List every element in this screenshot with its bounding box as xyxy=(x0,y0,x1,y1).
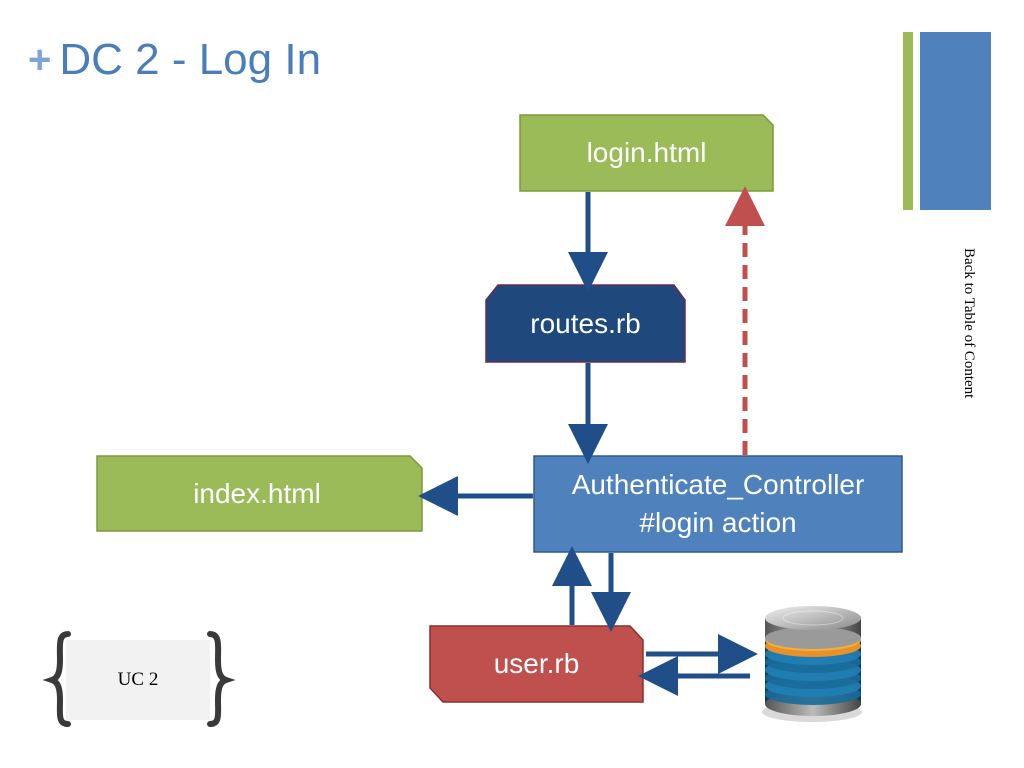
routes-rb-box xyxy=(485,284,686,363)
controller-box xyxy=(533,455,903,553)
left-brace-icon xyxy=(42,631,71,727)
plus-icon: + xyxy=(28,38,52,82)
user-rb-box xyxy=(429,625,644,703)
slide-title: + DC 2 - Log In xyxy=(28,32,321,88)
database-icon xyxy=(762,606,862,722)
page-title: DC 2 - Log In xyxy=(59,35,322,84)
accent-bar-green xyxy=(903,32,913,210)
index-html-box xyxy=(96,455,423,532)
login-html-box xyxy=(519,114,774,192)
right-brace-icon xyxy=(207,631,236,727)
back-to-toc-link[interactable]: Back to Table of Content xyxy=(961,248,977,399)
uc-badge-box xyxy=(66,640,210,720)
uc-badge-label: UC 2 xyxy=(117,669,159,690)
accent-bar-blue xyxy=(920,32,991,210)
